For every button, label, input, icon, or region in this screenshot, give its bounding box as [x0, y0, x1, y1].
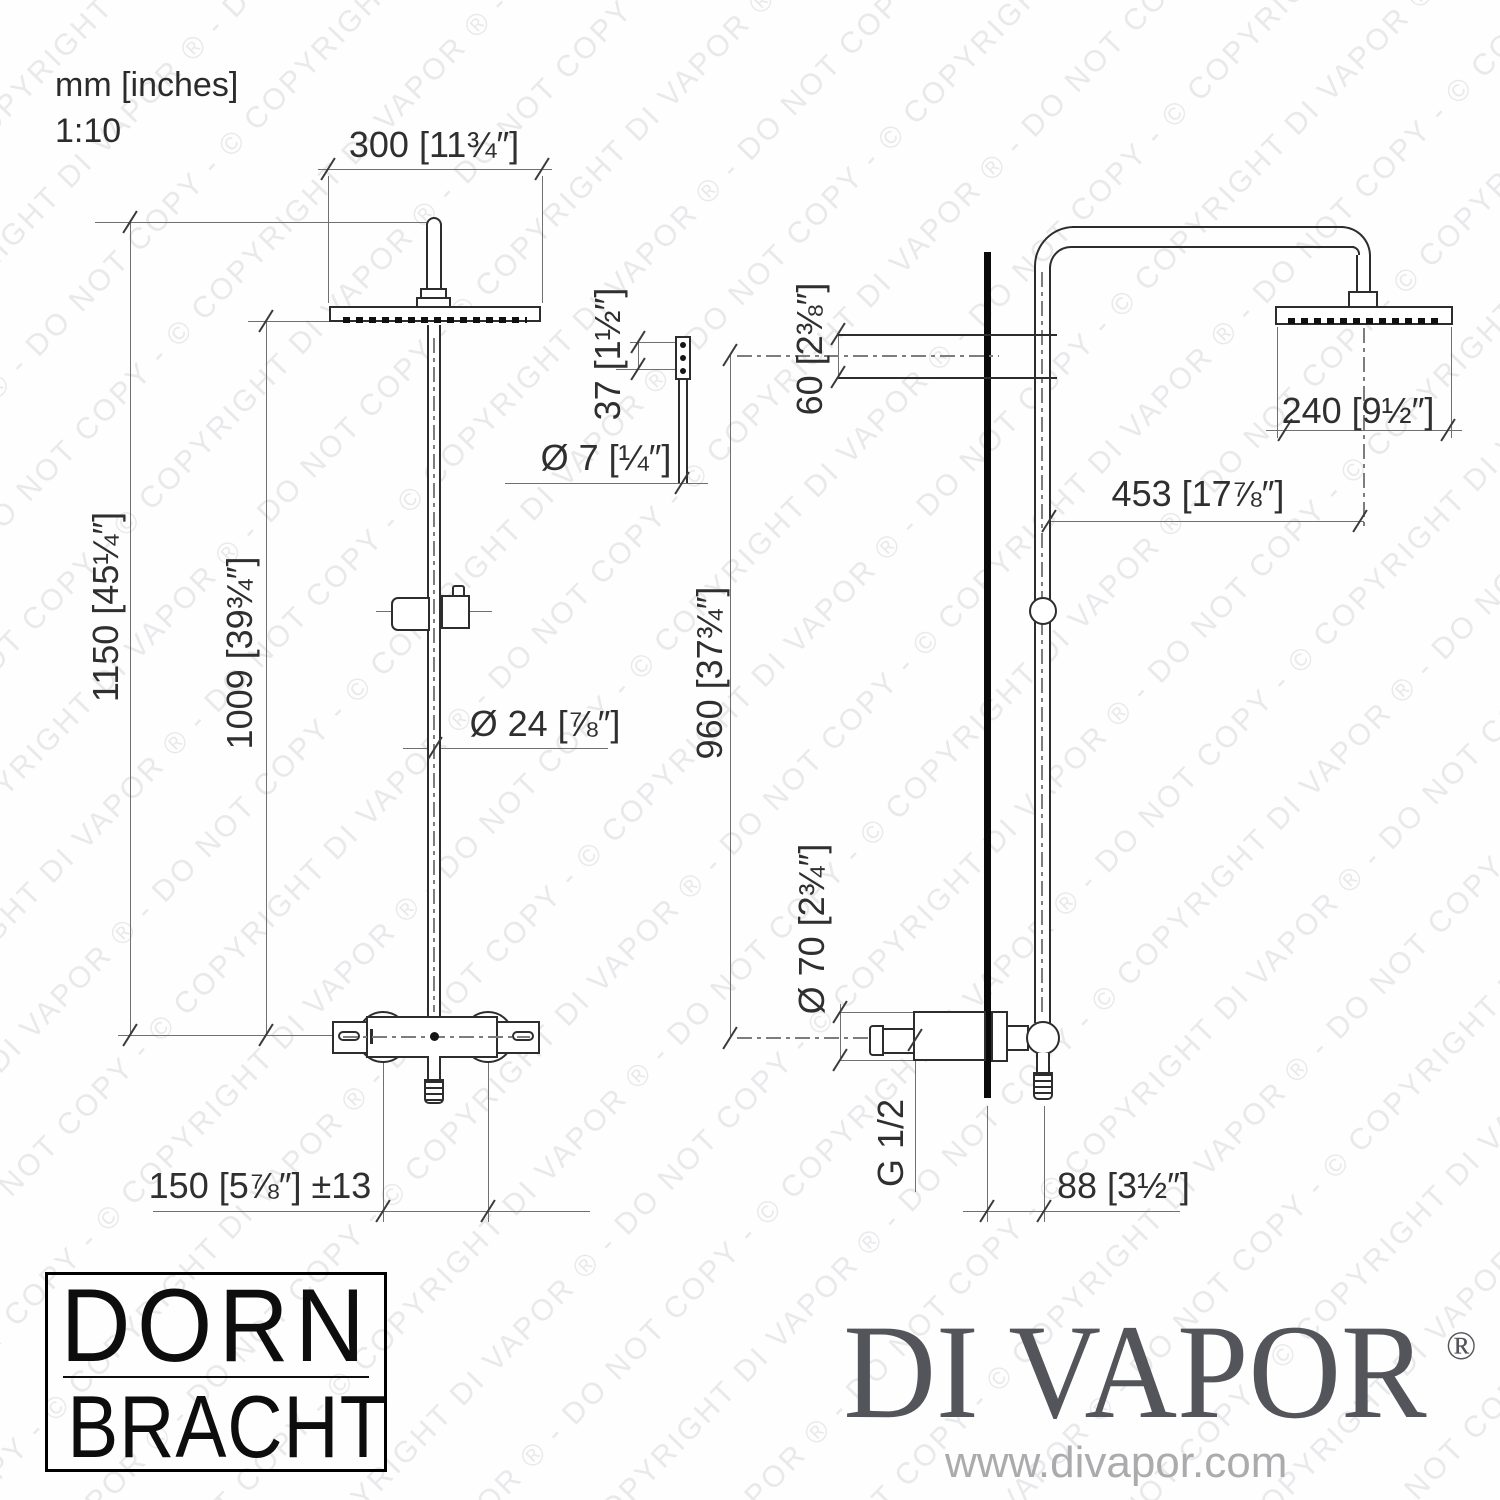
arm-drop-bend-inner [1352, 246, 1360, 256]
front-riser-centerline [433, 338, 435, 1012]
front-valve-center-dot [430, 1032, 439, 1041]
extension-line [328, 176, 329, 303]
dim-bar-diameter: Ø 24 [⅞″] [469, 703, 621, 744]
dim-line [153, 1211, 590, 1212]
dim-line [1047, 521, 1364, 522]
front-top-pipe [426, 217, 442, 291]
dim-wall-offset: 88 [3½″] [1057, 1165, 1190, 1206]
dim-total-height: 1150 [45¼″] [85, 511, 126, 703]
bracket-hole [680, 368, 686, 374]
extension-line [840, 1060, 913, 1061]
side-head-nozzles [1288, 318, 1440, 324]
bracket-hole [680, 355, 686, 361]
leader-line [403, 748, 608, 749]
arm-drop-pipe [1356, 255, 1371, 293]
wall-line [984, 252, 991, 1098]
dornbracht-logo-bottom: BRACHT [67, 1377, 388, 1476]
side-valve-body [913, 1011, 986, 1061]
dim-valve-diameter: Ø 70 [2¾″] [791, 843, 832, 1015]
handset-hose [678, 380, 688, 483]
extension-line [248, 321, 332, 322]
leader-line [505, 483, 708, 484]
dim-hose-diameter: Ø 7 [¼″] [540, 437, 672, 478]
arm-bottom-line [1072, 246, 1354, 248]
divapor-url: www.divapor.com [945, 1438, 1288, 1487]
dim-head-depth: 240 [9½″] [1281, 390, 1435, 431]
dim-arm-reach: 453 [17⅞″] [1111, 473, 1285, 514]
leader-line [915, 1016, 916, 1192]
hose-outlet-thread [1033, 1072, 1053, 1100]
dim-head-width: 300 [11¾″] [348, 124, 520, 165]
supply-top-line [838, 334, 1057, 336]
extension-line [542, 176, 543, 303]
divapor-logo: DI VAPOR [843, 1298, 1427, 1447]
extension-line [118, 1035, 332, 1036]
head-centerline [1363, 328, 1365, 528]
dim-line [963, 1211, 1180, 1212]
dim-line [840, 1004, 841, 1061]
dim-line [130, 222, 131, 1035]
dornbracht-logo-frame [45, 1272, 387, 1472]
dim-column-height: 960 [37¾″] [689, 586, 730, 760]
dim-supply-height: 60 [2⅜″] [789, 282, 830, 416]
supply-bottom-line [838, 377, 1057, 379]
hose-ball-joint [1026, 1021, 1060, 1055]
extension-line [987, 1106, 988, 1222]
front-slider-body [441, 595, 470, 629]
front-slider-holder [391, 597, 430, 631]
dornbracht-logo-top: DORN [60, 1268, 372, 1384]
extension-line [1044, 1106, 1045, 1222]
side-slider-ring [1029, 597, 1057, 625]
extension-line [616, 369, 675, 370]
front-outlet-pipe [427, 1056, 441, 1081]
front-head-nozzles [343, 317, 527, 323]
extension-line [1451, 327, 1452, 438]
hose-outlet-pipe [1036, 1053, 1050, 1074]
dim-bar-height: 1009 [39¾″] [219, 556, 260, 750]
thread-size-label: G 1/2 [870, 1098, 911, 1188]
side-riser-centerline [1041, 272, 1043, 1014]
valve-centerline [737, 1037, 987, 1039]
extension-line [383, 1063, 384, 1222]
dim-line [638, 342, 639, 369]
extension-line [1277, 327, 1278, 438]
dornbracht-logo-rule [63, 1376, 369, 1378]
dim-line [266, 321, 267, 1035]
front-outlet-thread [424, 1079, 444, 1104]
bracket-hole [680, 342, 686, 348]
supply-centerline [737, 355, 999, 357]
extension-line [630, 342, 675, 343]
extension-line [840, 1012, 913, 1013]
registered-trademark-icon: ® [1446, 1323, 1477, 1368]
dim-bracket-offset: 37 [1½″] [587, 287, 628, 421]
dim-line [318, 169, 552, 170]
dim-line [730, 355, 731, 1038]
arm-top-line [1072, 226, 1343, 228]
side-valve-stem [882, 1028, 915, 1054]
extension-line [488, 1063, 489, 1222]
units-note: mm [inches] [55, 66, 239, 104]
dim-valve-centres: 150 [5⅞″] ±13 [148, 1165, 372, 1206]
extension-line [95, 222, 427, 223]
scale-note: 1:10 [55, 112, 122, 150]
